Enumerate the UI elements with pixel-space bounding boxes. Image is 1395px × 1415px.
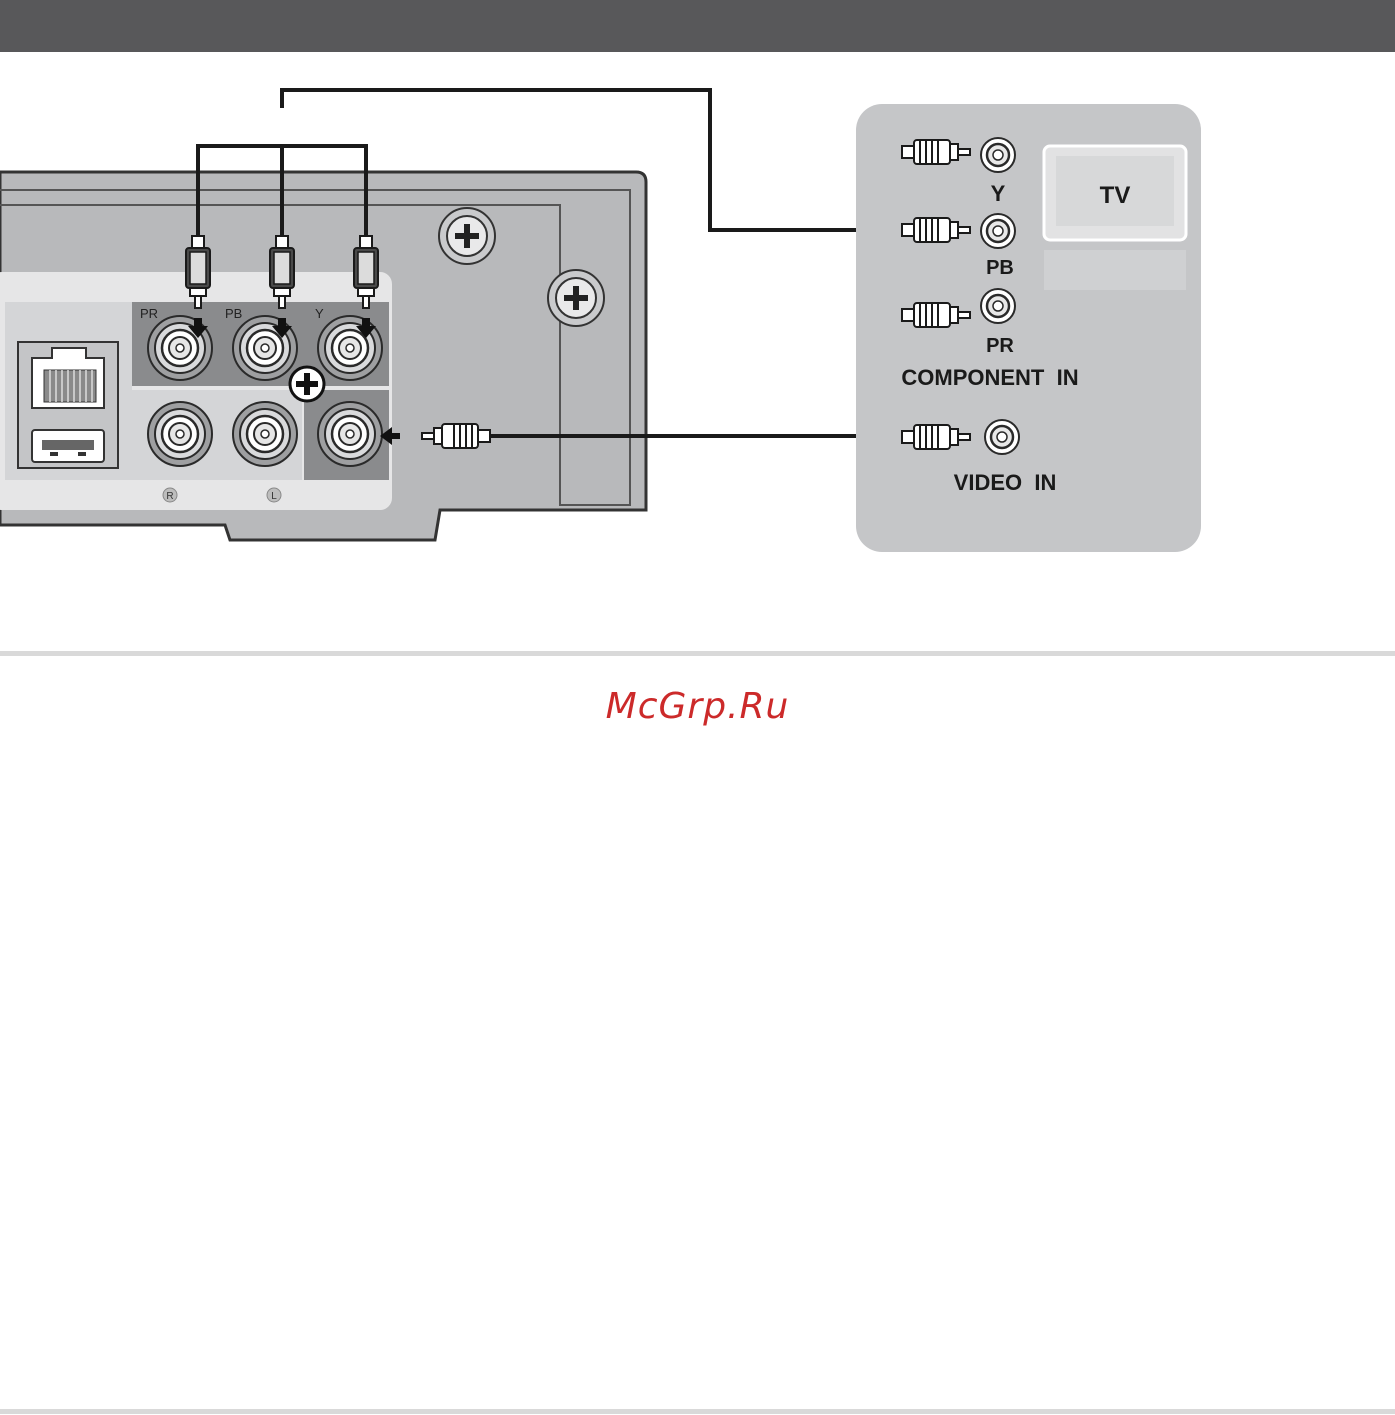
- watermark: McGrp.Ru: [0, 686, 1395, 727]
- device-label-pr: PR: [140, 306, 158, 321]
- component-in-label: COMPONENT IN: [901, 365, 1078, 390]
- device-jack-pr: [148, 316, 212, 380]
- screw-icon: [439, 208, 495, 264]
- tv-panel: TV Y PB PR COMPONENT IN VIDEO IN: [856, 104, 1201, 552]
- device-jack-audio-r: [148, 402, 212, 466]
- tv-label-pr: PR: [986, 335, 1014, 357]
- device-rear-panel: PR PB Y R L: [0, 172, 646, 540]
- divider-top: [0, 651, 1395, 656]
- tv-jack-video: [985, 420, 1019, 454]
- tv-label-pb: PB: [986, 257, 1014, 279]
- tv-jack-pr: [981, 289, 1015, 323]
- device-label-y: Y: [315, 306, 324, 321]
- plus-icon: [290, 367, 324, 401]
- tv-jack-y: [981, 138, 1015, 172]
- device-label-pb: PB: [225, 306, 242, 321]
- tv-icon: [1044, 146, 1186, 290]
- device-jack-audio-l: [233, 402, 297, 466]
- device-jack-pb: [233, 316, 297, 380]
- device-jack-y: [318, 316, 382, 380]
- device-label-audio-r: R: [166, 491, 173, 502]
- divider-bottom: [0, 1409, 1395, 1414]
- device-jack-video-out: [318, 402, 382, 466]
- device-label-audio-l: L: [271, 491, 277, 502]
- tv-label-y: Y: [991, 181, 1006, 206]
- tv-label: TV: [1100, 182, 1131, 209]
- video-in-label: VIDEO IN: [954, 470, 1057, 495]
- usb-port-icon: [32, 430, 104, 462]
- screw-icon: [548, 270, 604, 326]
- tv-jack-pb: [981, 214, 1015, 248]
- connection-diagram: PR PB Y R L: [0, 0, 1395, 650]
- ethernet-port-icon: [32, 348, 104, 408]
